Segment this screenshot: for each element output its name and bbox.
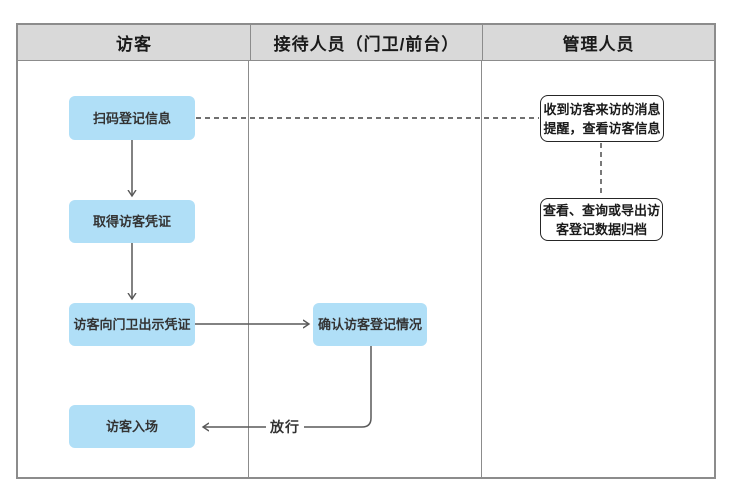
node-receive-notification: 收到访客来访的消息提醒，查看访客信息: [540, 95, 664, 142]
node-scan-register-info: 扫码登记信息: [69, 96, 195, 140]
node-show-credential-to-guard: 访客向门卫出示凭证: [69, 303, 195, 346]
lane-header-admin: 管理人员: [562, 35, 635, 54]
lane-header-visitor: 访客: [18, 25, 251, 60]
node-get-visitor-credential: 取得访客凭证: [69, 200, 195, 243]
node-visitor-enter: 访客入场: [69, 405, 195, 448]
node-export-archive-data: 查看、查询或导出访客登记数据归档: [540, 198, 663, 241]
lane-divider-1: [248, 61, 249, 478]
swimlane-header-row: 访客 接待人员（门卫/前台） 管理人员: [16, 23, 716, 61]
node-confirm-registration: 确认访客登记情况: [313, 303, 427, 346]
edge-label-release: 放行: [266, 417, 304, 437]
lane-header-reception: 接待人员（门卫/前台）: [251, 25, 483, 60]
lane-divider-2: [481, 61, 482, 478]
